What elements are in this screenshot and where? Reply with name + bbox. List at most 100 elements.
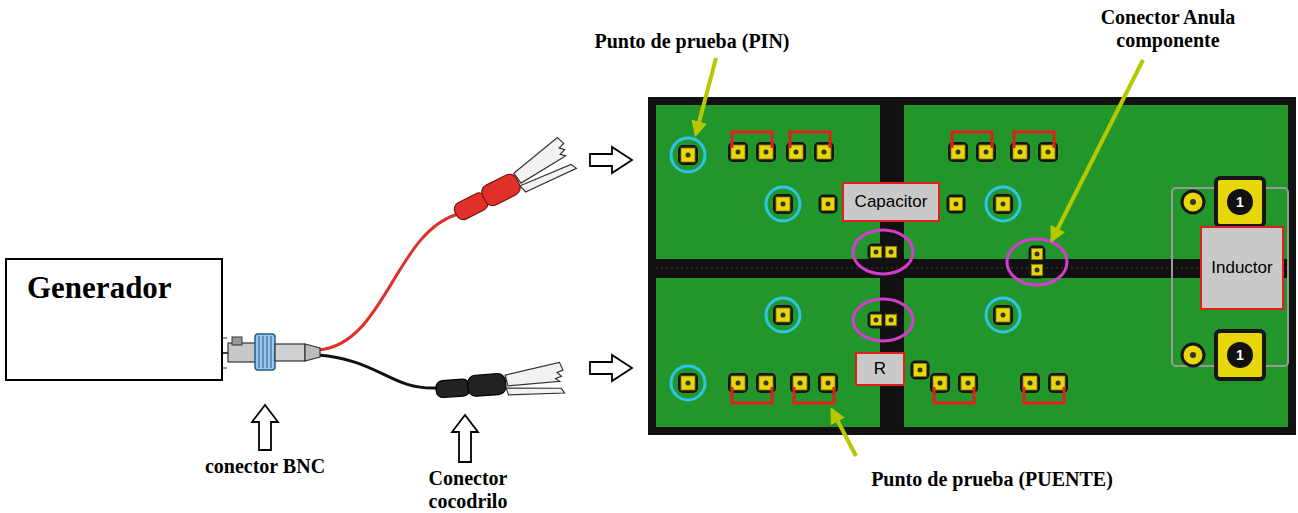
bridge-jumper xyxy=(1024,387,1064,403)
pcb-pads xyxy=(671,132,1264,403)
bridge-jumper xyxy=(934,387,974,403)
pad xyxy=(776,308,790,322)
pad-hole xyxy=(1001,313,1006,318)
pad xyxy=(996,308,1010,322)
pad-ground xyxy=(678,145,698,165)
bridge-jumper xyxy=(952,132,992,148)
red-clip xyxy=(446,136,576,226)
part-label: conector BNC xyxy=(205,455,325,478)
pad xyxy=(822,198,835,211)
pad-ground xyxy=(678,373,698,393)
pad-hole xyxy=(736,381,741,386)
test-pin-mark xyxy=(766,187,800,221)
pad-hole xyxy=(826,381,831,386)
black-cable xyxy=(318,355,437,388)
pad-ground xyxy=(883,244,900,261)
pad-hole xyxy=(954,202,959,207)
pcb-board xyxy=(648,97,1296,435)
callout-label: Punto de prueba (PUENTE) xyxy=(871,468,1113,491)
node-text: Generador xyxy=(27,270,172,306)
bnc-connector xyxy=(228,334,320,370)
inductor-box: Inductor xyxy=(1200,226,1284,310)
connector-mark xyxy=(1007,239,1067,285)
bridge-jumper xyxy=(790,132,830,148)
black-clip xyxy=(435,362,565,402)
pad xyxy=(1182,191,1204,213)
test-pin-mark xyxy=(671,366,705,400)
pad xyxy=(776,197,790,211)
pad xyxy=(871,247,882,258)
part-label: Conector cocodrilo xyxy=(412,467,524,513)
hollow-arrows xyxy=(252,147,632,462)
pad-hole xyxy=(1227,189,1253,215)
pad-ground xyxy=(773,194,793,214)
pad-hole xyxy=(736,150,741,155)
leader-lines xyxy=(696,58,1143,456)
generator-box: Generador xyxy=(5,258,223,381)
pad xyxy=(914,364,927,377)
pad xyxy=(950,198,963,211)
pad-hole xyxy=(822,150,827,155)
callout-label: Conector Anula componente xyxy=(1081,6,1256,52)
pad-hole xyxy=(686,381,691,386)
node-text: Capacitor xyxy=(855,192,928,212)
pad-ground xyxy=(868,312,885,329)
pad-hole xyxy=(874,318,879,323)
pad-hole xyxy=(956,150,961,155)
pin-number: 1 xyxy=(1236,194,1244,210)
bridge-jumper xyxy=(1014,132,1054,148)
resistor-box: R xyxy=(855,352,905,386)
test-pin-mark xyxy=(671,138,705,172)
pad-ground xyxy=(773,305,793,325)
pad-hole xyxy=(764,381,769,386)
pad xyxy=(1182,344,1204,366)
pad-hole xyxy=(794,150,799,155)
test-pin-mark xyxy=(986,298,1020,332)
pad xyxy=(1032,265,1043,276)
pad-hole xyxy=(686,153,691,158)
pad-hole xyxy=(966,381,971,386)
pad xyxy=(681,376,695,390)
pad-hole xyxy=(798,381,803,386)
pad-ground xyxy=(947,195,966,214)
capacitor-box: Capacitor xyxy=(842,182,940,222)
pad-ground xyxy=(819,195,838,214)
pad xyxy=(996,197,1010,211)
pad-hole xyxy=(918,368,923,373)
pad-hole xyxy=(1028,381,1033,386)
pad-hole xyxy=(1018,150,1023,155)
bridge-jumper xyxy=(794,387,834,403)
connector-mark xyxy=(853,299,913,341)
red-cable xyxy=(318,214,458,350)
pad-hole xyxy=(1046,150,1051,155)
pad-ground xyxy=(993,194,1013,214)
pad-ground xyxy=(883,312,900,329)
pad-hole xyxy=(1056,381,1061,386)
pad-ground xyxy=(911,361,930,380)
pad-ground xyxy=(1029,262,1046,279)
inductor-pad xyxy=(1216,331,1264,379)
pad-hole xyxy=(1035,252,1040,257)
pin-number: 1 xyxy=(1236,347,1244,363)
bridge-jumper xyxy=(732,132,772,148)
node-text: R xyxy=(874,359,886,379)
pad-ground xyxy=(1029,246,1046,263)
pad-hole xyxy=(1035,268,1040,273)
test-pin-mark xyxy=(986,187,1020,221)
pad xyxy=(886,315,897,326)
pad-hole xyxy=(874,250,879,255)
node-text: Inductor xyxy=(1211,258,1272,278)
pad-hole xyxy=(764,150,769,155)
pad-ground xyxy=(868,244,885,261)
test-pin-mark xyxy=(766,298,800,332)
pad xyxy=(1032,249,1043,260)
pad-hole xyxy=(1190,352,1196,358)
connector-mark xyxy=(853,230,913,274)
pad-hole xyxy=(1190,199,1196,205)
pad-hole xyxy=(781,313,786,318)
pad xyxy=(886,247,897,258)
callout-label: Punto de prueba (PIN) xyxy=(594,30,789,53)
inductor-pad xyxy=(1216,178,1264,226)
pad xyxy=(681,148,695,162)
